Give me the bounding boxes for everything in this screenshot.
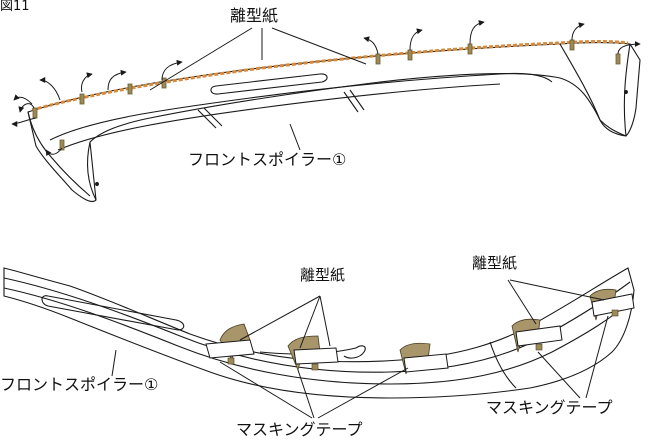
bottom-spoiler-outline <box>3 267 635 399</box>
bottom-slot-window <box>41 295 185 331</box>
bottom-leader-lines <box>111 279 609 419</box>
top-front-spoiler-label: フロントスポイラー① <box>188 150 347 169</box>
top-spoiler-outline <box>27 41 641 203</box>
top-release-tabs <box>32 39 621 151</box>
top-leader-lines <box>149 27 367 151</box>
bottom-tape-tabs <box>227 309 619 371</box>
top-spoiler-drawing <box>27 41 641 203</box>
top-peel-arrows <box>11 20 641 157</box>
top-slot-window <box>210 73 328 95</box>
bottom-release-paper-label-right: 離型紙 <box>472 254 518 272</box>
bottom-front-spoiler-label: フロントスポイラー① <box>0 375 159 394</box>
bottom-masking-tape-label-right: マスキングテープ <box>486 398 613 417</box>
top-release-paper-strip <box>31 40 629 112</box>
figure-number: 図11 <box>0 0 30 14</box>
bottom-masking-tape-label-left: マスキングテープ <box>236 420 363 439</box>
top-release-paper-label: 離型紙 <box>230 6 279 25</box>
bottom-release-papers <box>205 293 635 373</box>
bottom-release-paper-label-left: 離型紙 <box>300 266 346 284</box>
